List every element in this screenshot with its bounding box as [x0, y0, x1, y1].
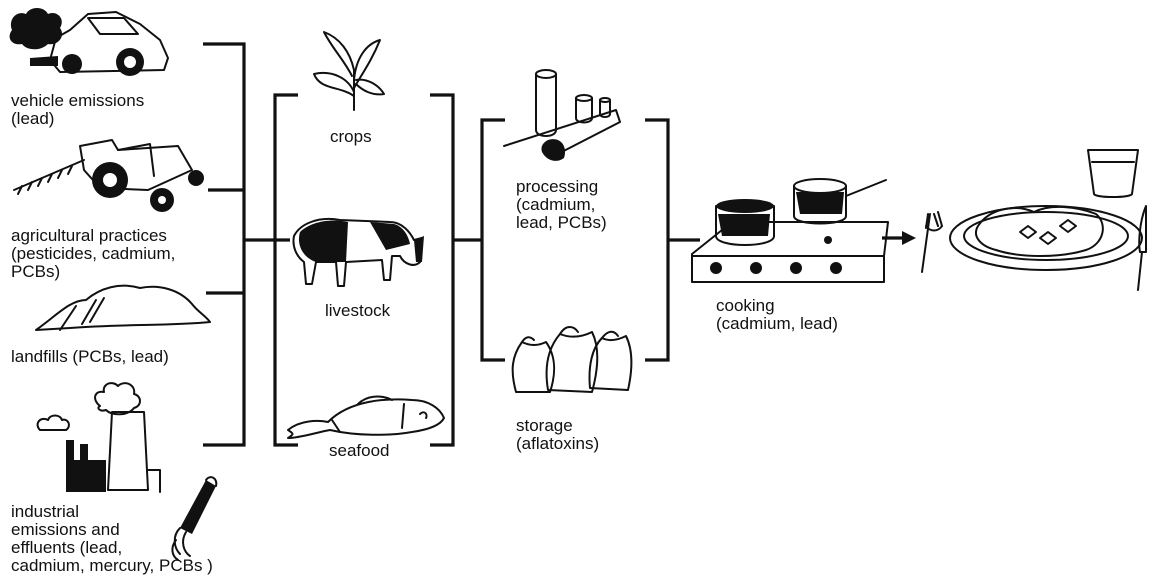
- handling-bracket: [482, 120, 700, 360]
- landfills-label-line1: landfills (PCBs, lead): [11, 348, 169, 366]
- processing-label-line1: processing: [516, 178, 607, 196]
- livestock-label: livestock: [325, 302, 390, 320]
- vehicle-label-line1: vehicle emissions: [11, 92, 144, 110]
- factory-icon: [38, 383, 160, 492]
- industrial-label-line3: effluents (lead,: [11, 539, 213, 557]
- industrial-label-line4: cadmium, mercury, PCBs ): [11, 557, 213, 575]
- agricultural-label-line2: (pesticides, cadmium,: [11, 245, 175, 263]
- plate-icon: [950, 206, 1142, 270]
- fork-icon: [922, 212, 942, 272]
- industrial-emissions-label: industrial emissions and effluents (lead…: [11, 503, 213, 575]
- vehicle-emissions-label: vehicle emissions (lead): [11, 92, 144, 128]
- sacks-icon: [513, 327, 632, 392]
- cooking-label: cooking (cadmium, lead): [716, 297, 838, 333]
- industrial-label-line1: industrial: [11, 503, 213, 521]
- cooking-label-line2: (cadmium, lead): [716, 315, 838, 333]
- storage-label: storage (aflatoxins): [516, 417, 599, 453]
- crops-label: crops: [330, 128, 372, 146]
- agricultural-label-line1: agricultural practices: [11, 227, 175, 245]
- stove-icon: [692, 179, 888, 282]
- landfill-icon: [36, 286, 210, 330]
- seafood-label: seafood: [329, 442, 390, 460]
- cooking-label-line1: cooking: [716, 297, 838, 315]
- vehicle-label-line2: (lead): [11, 110, 144, 128]
- storage-label-line1: storage: [516, 417, 599, 435]
- agricultural-label-line3: PCBs): [11, 263, 175, 281]
- car-icon: [10, 8, 168, 76]
- fish-icon: [288, 397, 444, 438]
- landfills-label: landfills (PCBs, lead): [11, 348, 169, 366]
- processing-label-line2: (cadmium,: [516, 196, 607, 214]
- knife-icon: [1138, 206, 1146, 290]
- sources-bracket: [203, 44, 290, 445]
- processing-label: processing (cadmium, lead, PCBs): [516, 178, 607, 232]
- glass-icon: [1088, 150, 1138, 197]
- tractor-icon: [14, 140, 204, 212]
- cow-icon: [293, 219, 424, 286]
- processing-label-line3: lead, PCBs): [516, 214, 607, 232]
- foods-bracket: [275, 95, 482, 445]
- storage-label-line2: (aflatoxins): [516, 435, 599, 453]
- conveyor-cans-icon: [504, 70, 620, 161]
- plant-icon: [314, 32, 384, 110]
- agricultural-practices-label: agricultural practices (pesticides, cadm…: [11, 227, 175, 281]
- industrial-label-line2: emissions and: [11, 521, 213, 539]
